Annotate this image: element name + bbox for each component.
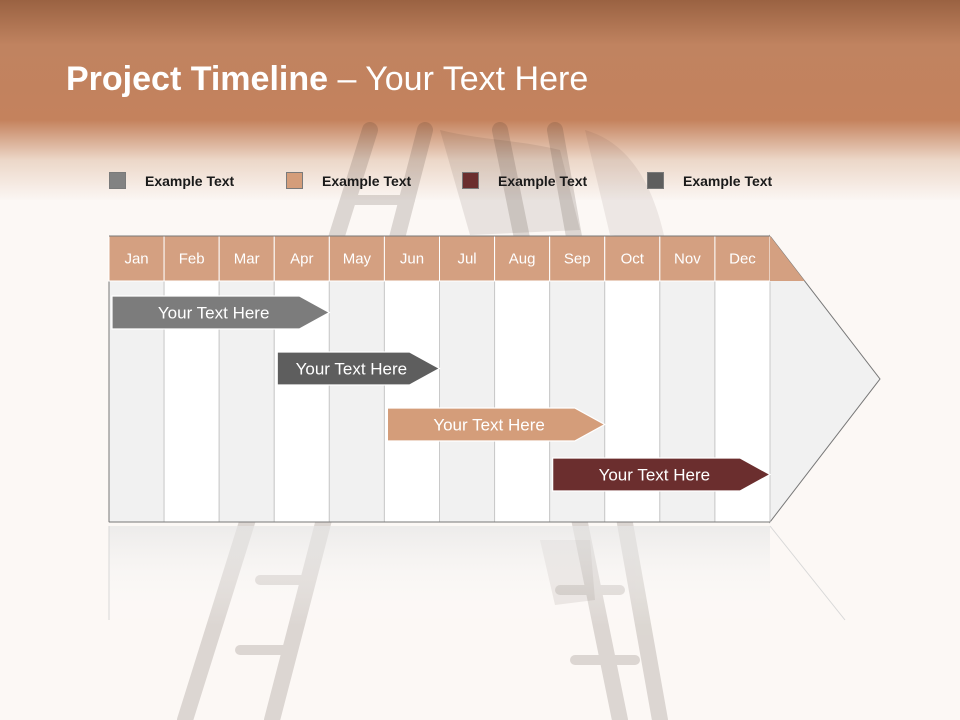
header-band	[0, 0, 960, 200]
legend-label: Example Text	[145, 173, 235, 189]
month-label: Sep	[564, 251, 591, 268]
legend-label: Example Text	[683, 173, 773, 189]
month-label: Jun	[400, 251, 424, 268]
month-header-cell	[163, 235, 220, 282]
legend-label: Example Text	[322, 173, 412, 189]
legend-swatch	[647, 172, 664, 189]
task-bar-label: Your Text Here	[158, 304, 270, 323]
page-title: Project Timeline – Your Text Here	[66, 60, 588, 99]
reflection-edge	[769, 525, 846, 621]
month-label: Dec	[729, 251, 756, 268]
month-header-cell	[549, 235, 606, 282]
legend-swatch	[286, 172, 303, 189]
reflection-fill	[109, 526, 770, 626]
month-label: Jul	[457, 251, 476, 268]
title-bold-part: Project Timeline	[66, 60, 329, 98]
header-arrow-cap	[770, 236, 805, 281]
timeline-month-header: Jan Feb Mar Apr May Jun Jul Aug Sep Oct Nov Dec	[108, 235, 805, 282]
month-label: May	[343, 251, 372, 268]
month-column	[439, 280, 496, 523]
task-bar	[386, 407, 606, 442]
task-bar	[111, 295, 331, 330]
timeline-reflection	[108, 525, 846, 626]
month-header-cell	[659, 235, 716, 282]
legend-swatch	[462, 172, 479, 189]
task-bar-label: Your Text Here	[433, 416, 545, 435]
task-bar	[276, 351, 441, 386]
task-bar-label: Your Text Here	[599, 466, 711, 485]
task-bar-label: Your Text Here	[296, 360, 408, 379]
month-column	[383, 280, 440, 523]
month-label: Jan	[124, 251, 148, 268]
month-label: Apr	[290, 251, 313, 268]
month-header-cell	[439, 235, 496, 282]
month-column	[328, 280, 385, 523]
task-bar	[552, 457, 772, 492]
month-header-cell	[273, 235, 330, 282]
legend-swatch	[109, 172, 126, 189]
month-label: Aug	[509, 251, 536, 268]
title-rest-part: – Your Text Here	[328, 60, 589, 98]
month-label: Feb	[179, 251, 205, 268]
month-column	[494, 280, 551, 523]
month-label: Mar	[234, 251, 260, 268]
legend-label: Example Text	[498, 173, 588, 189]
month-label: Nov	[674, 251, 701, 268]
month-label: Oct	[621, 251, 645, 268]
